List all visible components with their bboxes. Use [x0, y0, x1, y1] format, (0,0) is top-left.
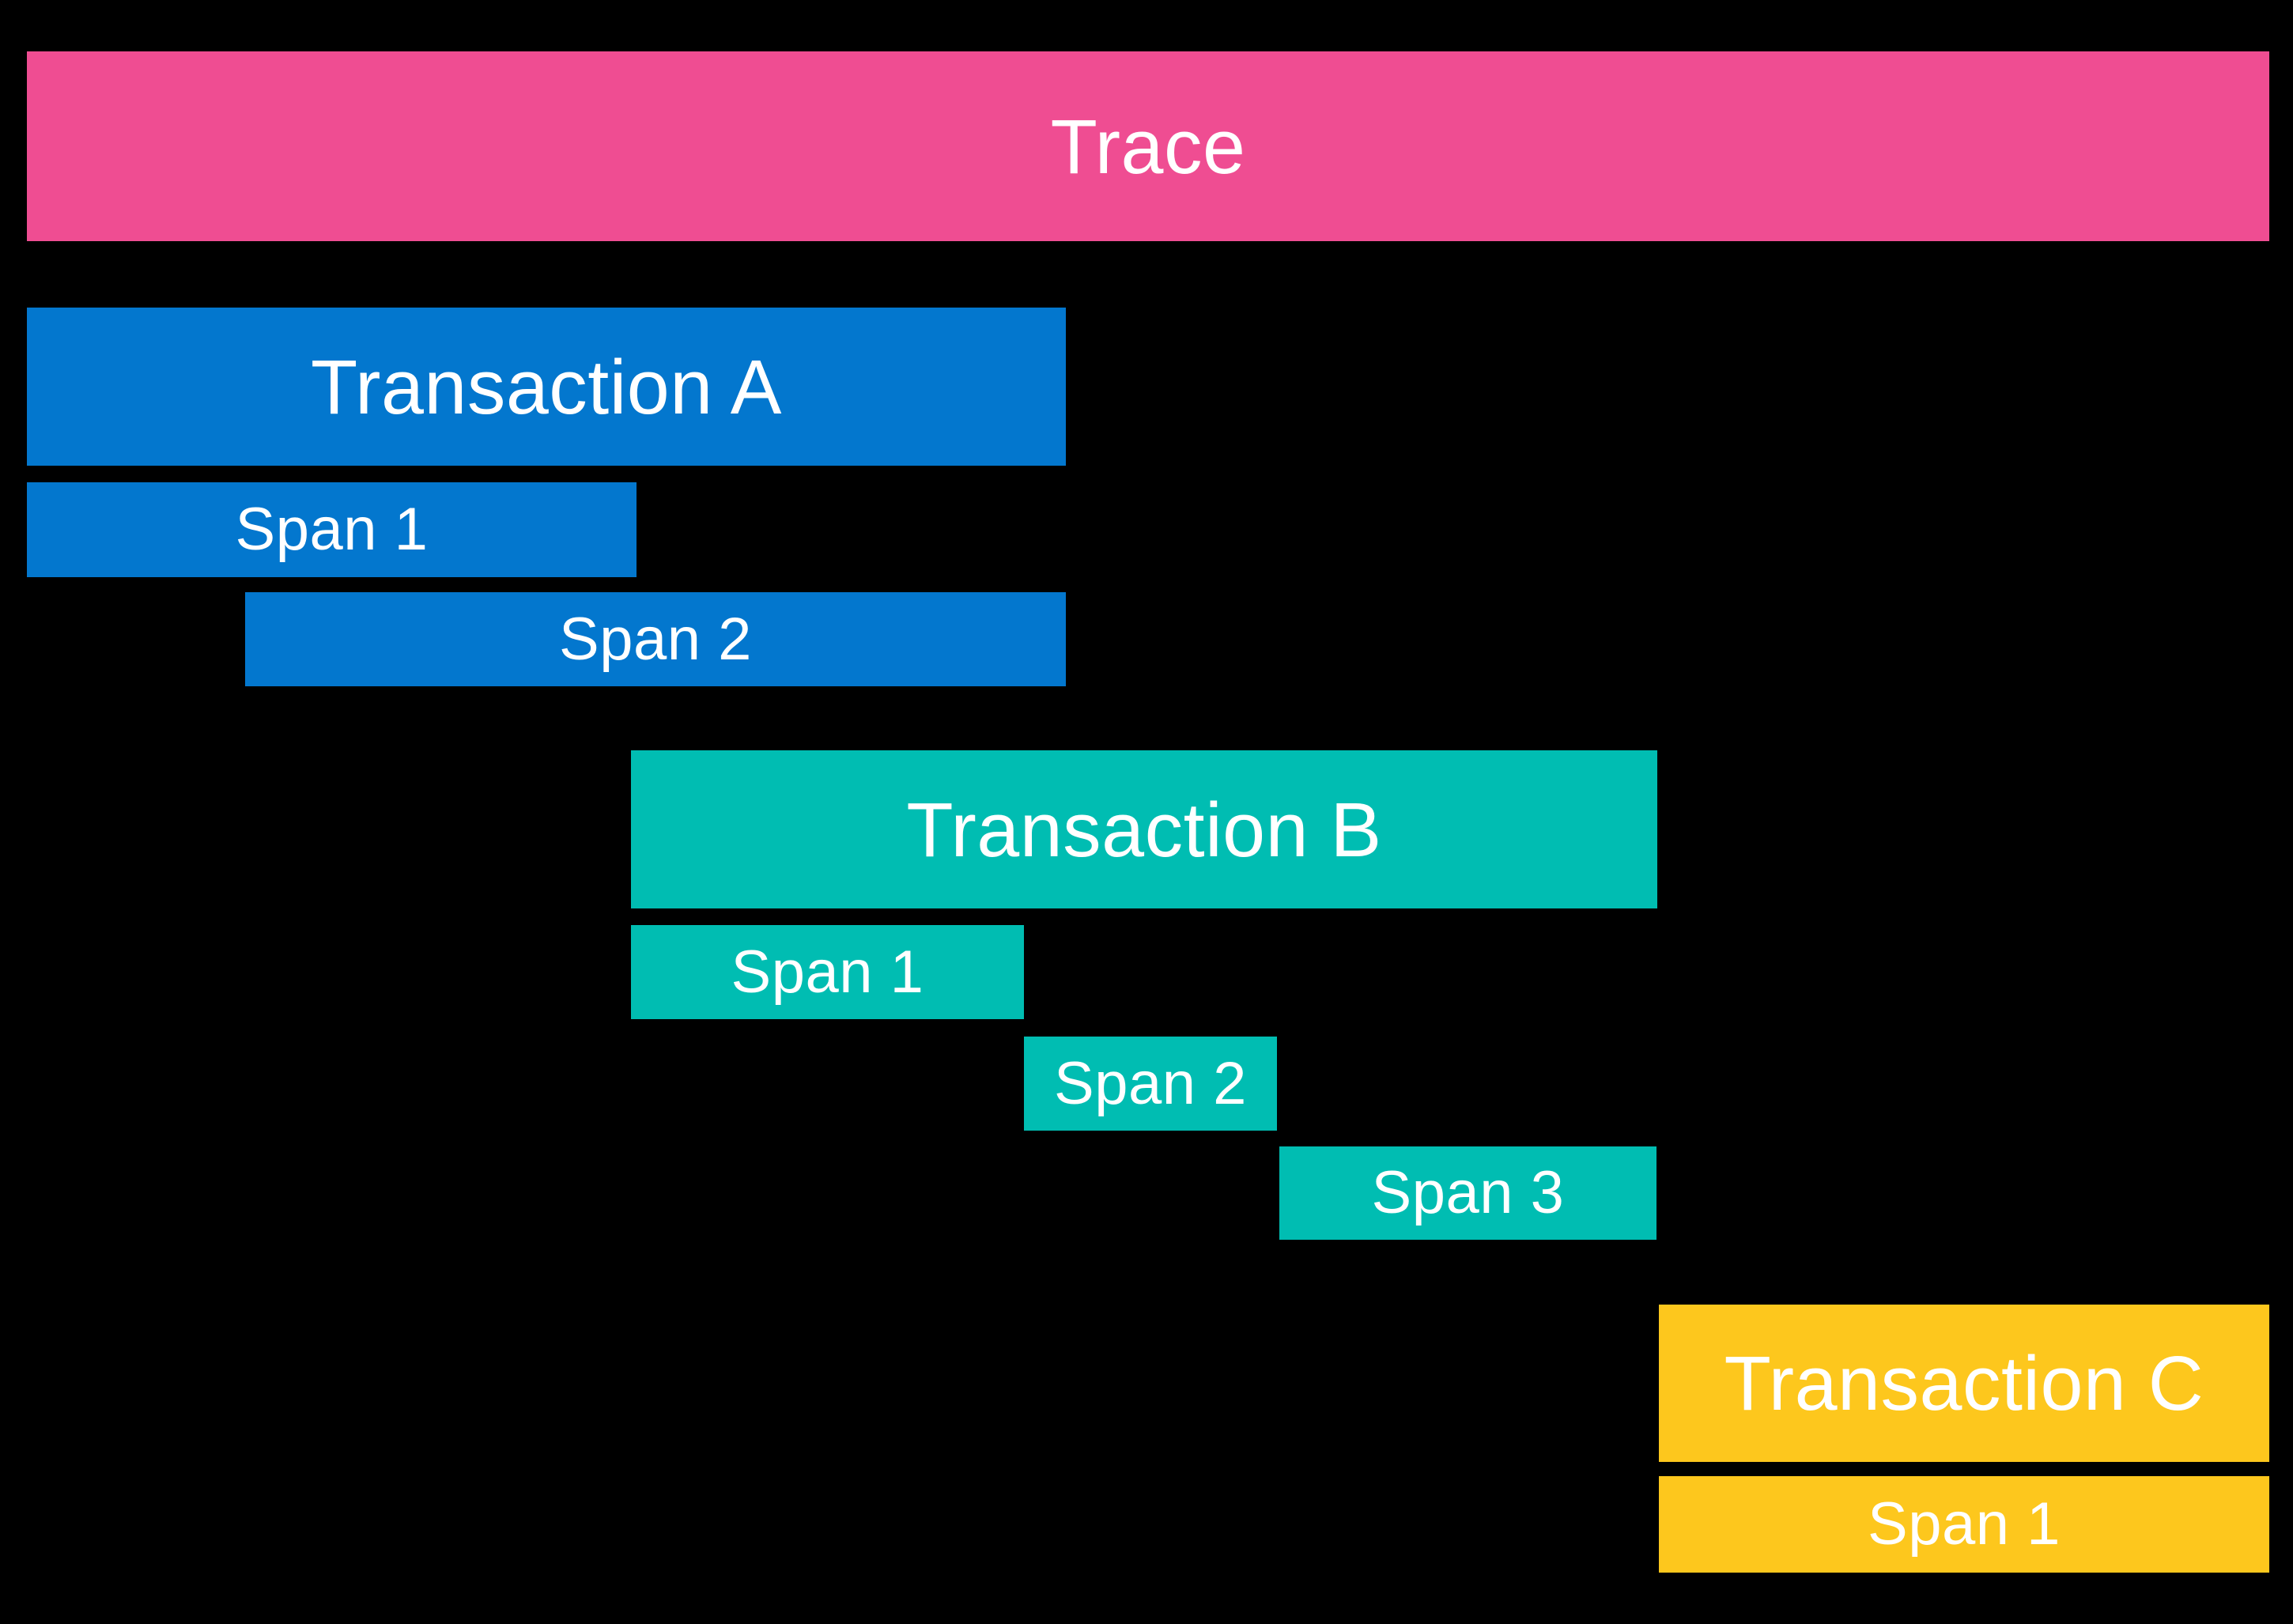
trace-label: Trace — [1050, 103, 1246, 190]
transaction-b-span-1-label: Span 1 — [731, 938, 924, 1006]
transaction-b-span-3-bar: Span 3 — [1279, 1146, 1656, 1240]
transaction-b-span-2-bar: Span 2 — [1024, 1037, 1277, 1131]
transaction-a-span-1-label: Span 1 — [235, 496, 429, 563]
transaction-c-bar: Transaction C — [1659, 1305, 2269, 1462]
transaction-b-bar: Transaction B — [631, 750, 1657, 908]
transaction-b-span-1-bar: Span 1 — [631, 925, 1024, 1019]
transaction-c-label: Transaction C — [1724, 1340, 2204, 1426]
transaction-b-span-3-label: Span 3 — [1371, 1159, 1565, 1226]
transaction-a-label: Transaction A — [311, 343, 782, 430]
transaction-b-span-2-label: Span 2 — [1054, 1049, 1247, 1117]
transaction-a-bar: Transaction A — [27, 308, 1066, 466]
transaction-a-span-1-bar: Span 1 — [27, 482, 637, 577]
transaction-a-span-2-bar: Span 2 — [245, 592, 1066, 686]
transaction-c-span-1-bar: Span 1 — [1659, 1476, 2269, 1573]
transaction-a-span-2-label: Span 2 — [559, 605, 752, 673]
transaction-b-label: Transaction B — [906, 786, 1382, 873]
trace-bar: Trace — [27, 51, 2269, 241]
transaction-c-span-1-label: Span 1 — [1868, 1490, 2061, 1558]
